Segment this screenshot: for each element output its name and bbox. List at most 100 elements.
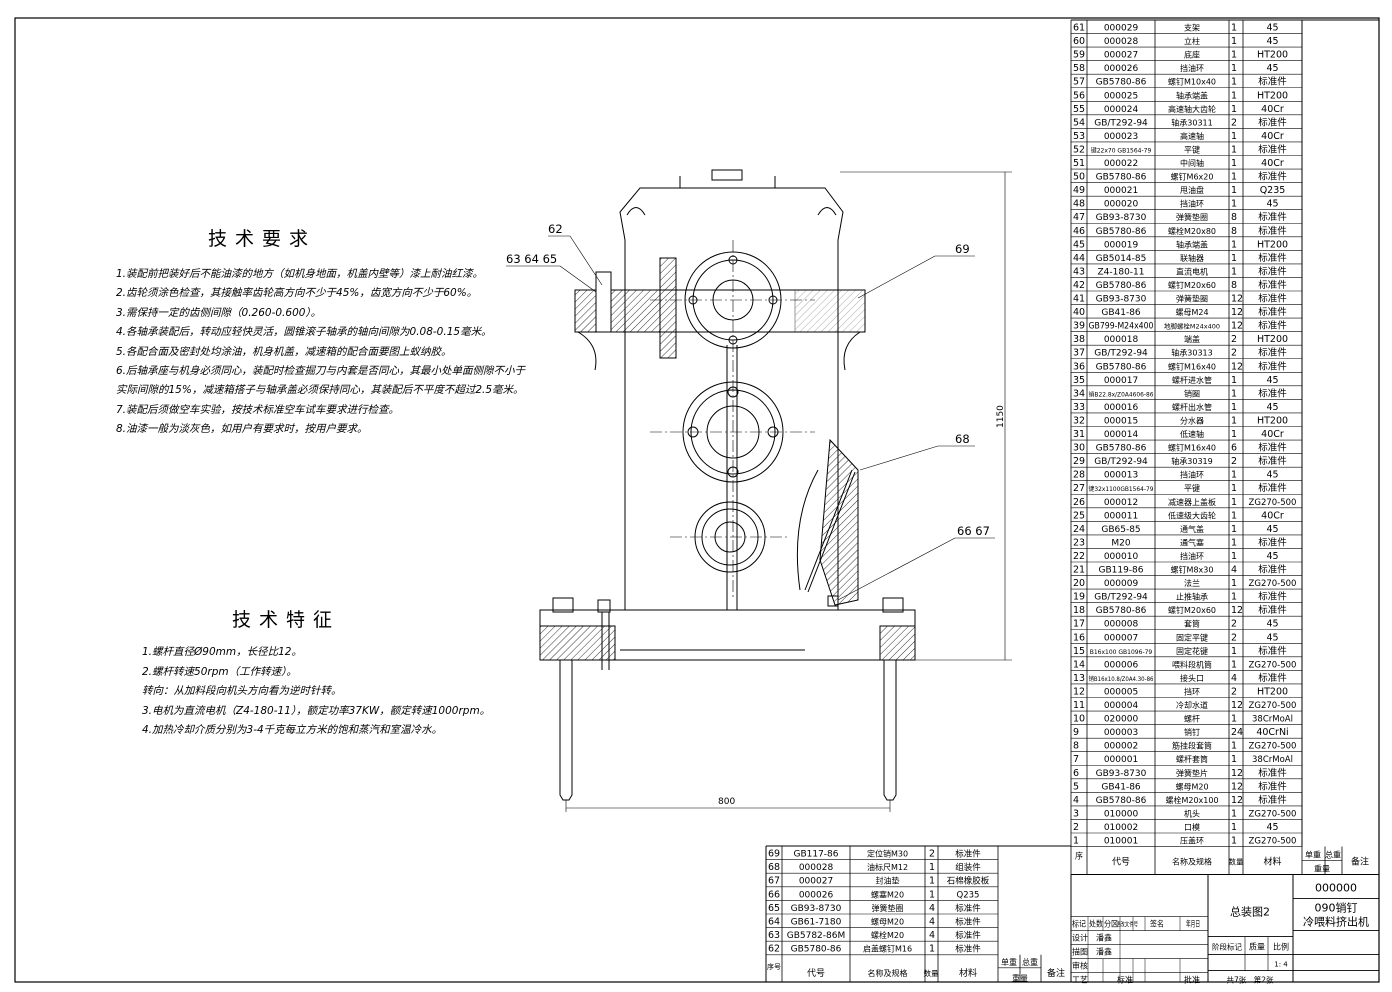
bom-cell: 21 xyxy=(1073,565,1085,576)
bom-cell: 1 xyxy=(1231,497,1237,508)
bom-header-name: 名称及规格 xyxy=(1172,857,1212,867)
bom-cell: 弹簧垫圈 xyxy=(1176,212,1208,222)
bom-cell: 键32x1100GB1564-79 xyxy=(1089,485,1154,493)
bom-cell: 2 xyxy=(1231,686,1237,697)
feature-line: 转向：从加料段向机头方向看为逆时针转。 xyxy=(142,685,342,697)
bom-cell: 41 xyxy=(1073,294,1085,305)
bom-cell: Z4-180-11 xyxy=(1097,267,1144,277)
bom-cell: 标准件 xyxy=(1258,171,1287,183)
bom-cell: 通气盖 xyxy=(1180,524,1204,534)
bom-cell: 31 xyxy=(1073,429,1085,440)
bom-cell: 中间轴 xyxy=(1180,158,1204,168)
bom-cell: ZG270-500 xyxy=(1249,837,1297,847)
bom-cell: 30 xyxy=(1073,443,1085,454)
feature-line: 1.螺杆直径Ø90mm，长径比12。 xyxy=(142,646,302,658)
revision-label: 更改文件号 xyxy=(1116,921,1138,929)
bom-cell: GB5780-86 xyxy=(1096,606,1147,616)
bom-cell: 38 xyxy=(1073,334,1085,345)
bom-cell: 54 xyxy=(1073,117,1085,128)
bom-cell: 标准件 xyxy=(1258,347,1287,359)
bom-cell: 螺钉M10x40 xyxy=(1168,77,1216,87)
bom-cell: 1 xyxy=(1231,266,1237,277)
bom-cell: 低速轴 xyxy=(1180,429,1204,439)
bom-cell: 1 xyxy=(1231,36,1237,47)
scale-value: 1: 4 xyxy=(1274,961,1288,969)
bom-cell: 12 xyxy=(1231,605,1243,616)
bom-cell: 封油垫 xyxy=(876,876,900,886)
bom-cell: GB/T292-94 xyxy=(1094,457,1148,467)
bom-cell: 轴承端盖 xyxy=(1176,90,1208,100)
bom-cell: B16x100 GB1096-79 xyxy=(1090,649,1153,656)
bom-cell: 1 xyxy=(1231,199,1237,210)
bom-cell: 000010 xyxy=(1104,552,1139,562)
bom-cell: 000024 xyxy=(1104,105,1139,115)
drafter-label: 描图 xyxy=(1072,947,1088,957)
bom-cell: 通气塞 xyxy=(1180,537,1204,547)
bom-cell: 10 xyxy=(1073,714,1085,725)
bom-cell: 15 xyxy=(1073,646,1085,657)
bom-cell: 底座 xyxy=(1184,50,1200,60)
designer-label: 设计 xyxy=(1072,933,1088,943)
bom-cell: 46 xyxy=(1073,226,1085,237)
bom-cell: M20 xyxy=(1111,538,1130,548)
lower-header-unit-weight: 单重 xyxy=(1001,957,1017,967)
bom-cell: 标准件 xyxy=(955,917,981,928)
bom-cell: 轴承30319 xyxy=(1171,456,1212,466)
bom-cell: 1 xyxy=(1231,741,1237,752)
bom-cell: GB5780-86 xyxy=(791,945,842,955)
bom-cell: 000027 xyxy=(1104,51,1138,61)
bom-cell: 启盖螺钉M16 xyxy=(863,944,912,954)
bom-cell: 螺杆套筒 xyxy=(1176,754,1208,764)
bom-cell: 固定平键 xyxy=(1176,632,1208,642)
callout-63-64-65: 63 64 65 xyxy=(506,252,557,266)
bom-cell: GB93-8730 xyxy=(1096,769,1147,779)
bom-cell: 18 xyxy=(1073,605,1085,616)
bom-cell: GB61-7180 xyxy=(791,918,842,928)
bom-cell: 24 xyxy=(1231,727,1243,738)
bom-cell: GB5780-86 xyxy=(1096,173,1147,183)
bom-cell: 2 xyxy=(1231,456,1237,467)
bom-cell: 1 xyxy=(1231,646,1237,657)
bom-header-seq: 序 xyxy=(1075,851,1083,861)
bom-cell: 51 xyxy=(1073,158,1085,169)
bom-cell: 1 xyxy=(1231,131,1237,142)
bom-cell: 000026 xyxy=(799,890,834,900)
bom-cell: 高速轴大齿轮 xyxy=(1168,104,1216,114)
bom-cell: 34 xyxy=(1073,388,1085,399)
bom-cell: 法兰 xyxy=(1184,578,1200,588)
bom-cell: 1 xyxy=(1231,158,1237,169)
bom-cell: 支架 xyxy=(1184,23,1200,33)
bom-cell: 40Cr xyxy=(1261,131,1284,142)
bom-cell: 12 xyxy=(1231,321,1243,332)
revision-label: 年月日 xyxy=(1186,919,1200,929)
bom-cell: GB5782-86M xyxy=(787,931,846,941)
bom-cell: 60 xyxy=(1073,36,1085,47)
product-name-line2: 冷喂料挤出机 xyxy=(1303,915,1369,929)
bom-cell: 1 xyxy=(1231,714,1237,725)
bom-cell: 000022 xyxy=(1104,159,1138,169)
bom-cell: 冷却水道 xyxy=(1176,700,1208,710)
requirement-line: 7.装配后须做空车实验，按技术标准空车试车要求进行检查。 xyxy=(116,403,400,416)
bom-cell: 11 xyxy=(1073,700,1085,711)
bom-cell: 螺栓M20x100 xyxy=(1165,795,1218,805)
bom-cell: 2 xyxy=(1231,632,1237,643)
bom-cell: HT200 xyxy=(1257,90,1288,101)
bom-cell: GB/T292-94 xyxy=(1094,593,1148,603)
bom-cell: 2 xyxy=(1073,822,1079,833)
bom-cell: 1 xyxy=(1231,822,1237,833)
bom-cell: 000001 xyxy=(1104,755,1138,765)
bom-cell: 螺母M20 xyxy=(871,917,904,927)
bom-cell: 000003 xyxy=(1104,728,1138,738)
bom-cell: 010001 xyxy=(1104,837,1138,847)
bom-cell: GB119-86 xyxy=(1098,566,1143,576)
bom-cell: GB5780-86 xyxy=(1096,78,1147,88)
bom-cell: 标准件 xyxy=(1258,794,1287,806)
bom-cell: 28 xyxy=(1073,470,1085,481)
bom-cell: 螺栓M20x80 xyxy=(1168,226,1216,236)
bom-cell: 键22x70 GB1564-79 xyxy=(1091,146,1152,154)
stage-label: 阶段标记 xyxy=(1212,942,1242,952)
bom-cell: 000006 xyxy=(1104,660,1139,670)
bom-cell: 000014 xyxy=(1104,430,1139,440)
bom-cell: 甩油盘 xyxy=(1180,185,1204,195)
